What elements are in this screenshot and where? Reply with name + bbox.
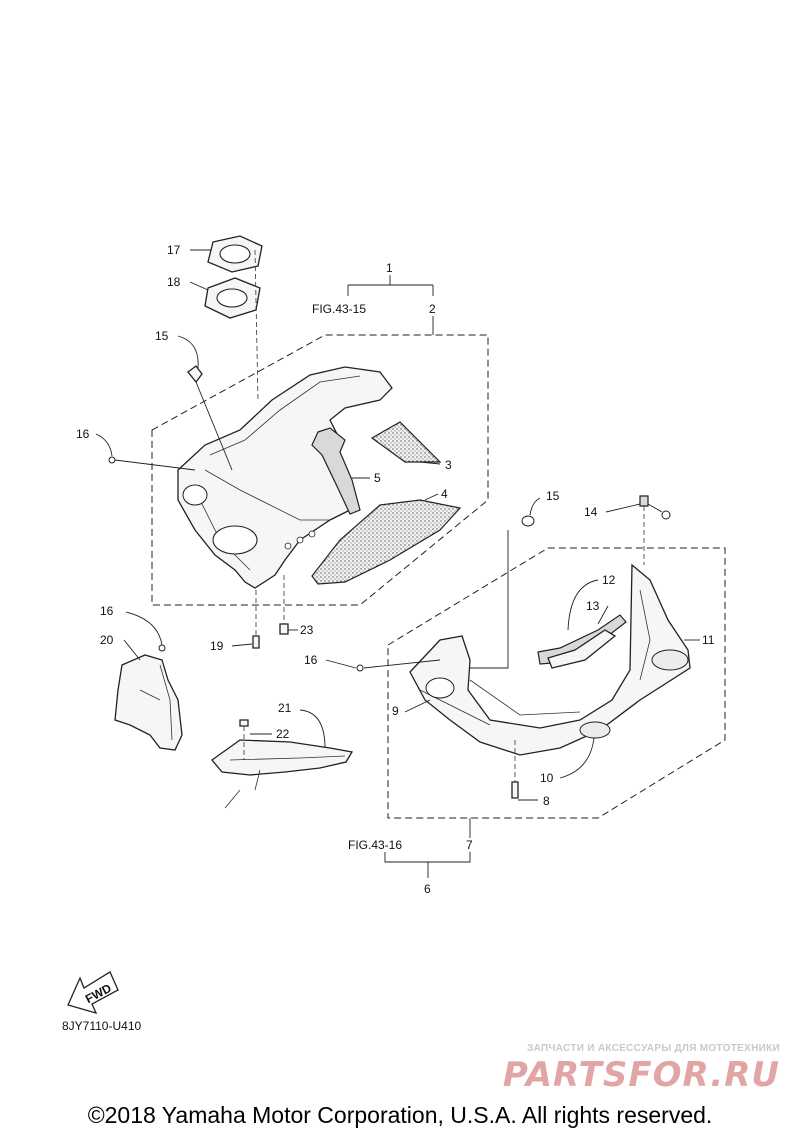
leader-3	[419, 461, 441, 465]
screw-16-lower	[356, 664, 364, 672]
lower-cowl-hole	[425, 677, 455, 699]
callout-22: 22	[276, 727, 290, 741]
callout-20: 20	[100, 633, 114, 647]
gasket-18-hole	[216, 288, 248, 308]
screw-16-left	[158, 644, 166, 652]
leader-16-lower	[325, 659, 441, 669]
side-group	[114, 611, 354, 809]
clip-15-upper	[187, 365, 203, 384]
side-panel-20-edge	[139, 664, 173, 741]
callout-13: 13	[586, 599, 600, 613]
upper-cowl-hole-left	[212, 525, 258, 555]
bolt-19	[252, 635, 260, 649]
callout-18: 18	[167, 275, 181, 289]
leader-13	[597, 605, 609, 625]
upper-cowl-grommet-a	[284, 542, 292, 550]
callout-21: 21	[278, 701, 292, 715]
leader-20	[123, 639, 141, 661]
seal-13	[547, 629, 617, 669]
lower-group	[325, 495, 726, 878]
callout-9: 9	[392, 704, 399, 718]
diagram-code: 8JY7110-U410	[62, 1019, 141, 1033]
callout-23: 23	[300, 623, 314, 637]
callout-19: 19	[210, 639, 224, 653]
callouts: 1 2 3 4 5 6 7 8 9 10 11 12 13 14 15 15 1…	[62, 243, 715, 1033]
leader-10	[559, 737, 595, 779]
upper-cowl-grommet-c	[308, 530, 316, 538]
watermark-logo: PARTSFOR.RU	[502, 1055, 780, 1095]
leader-15-upper	[177, 335, 233, 471]
grommet-23	[279, 623, 289, 635]
callout-7: 7	[466, 838, 473, 852]
callout-8: 8	[543, 794, 550, 808]
lower-cowl-pad-10	[579, 721, 611, 739]
callout-15-upper: 15	[155, 329, 169, 343]
pad-3	[370, 421, 442, 463]
upper-cowl-grommet-b	[296, 536, 304, 544]
callout-5: 5	[374, 471, 381, 485]
leader-4	[424, 493, 439, 501]
leader-21	[299, 709, 326, 749]
callout-14: 14	[584, 505, 598, 519]
bracket-6	[384, 852, 471, 878]
copyright-notice: ©2018 Yamaha Motor Corporation, U.S.A. A…	[87, 1102, 713, 1128]
clip-22	[239, 719, 249, 727]
cover-21	[211, 739, 354, 776]
leader-14	[605, 503, 663, 513]
callout-2: 2	[429, 302, 436, 316]
gasket-17-hole	[219, 244, 251, 264]
screw-16-upper	[108, 456, 116, 464]
screw-14	[661, 510, 671, 520]
leader-18	[189, 281, 209, 291]
callout-6: 6	[424, 882, 431, 896]
callout-15-lower: 15	[546, 489, 560, 503]
fig-ref-lower: FIG.43-16	[348, 838, 402, 852]
leader-16-upper	[95, 433, 196, 471]
bracket-1	[347, 275, 434, 296]
lower-cowl-pad-11	[651, 649, 689, 671]
seal-12	[537, 614, 627, 665]
cover-21-edge	[224, 755, 346, 809]
side-panel-20	[114, 654, 183, 751]
leader-19	[231, 643, 253, 647]
callout-4: 4	[441, 487, 448, 501]
clip-15-lower-axis	[470, 530, 509, 669]
callout-16-upper: 16	[76, 427, 90, 441]
watermark-tagline: ЗАПЧАСТИ И АКСЕССУАРЫ ДЛЯ МОТОТЕХНИКИ	[527, 1043, 780, 1054]
callout-16-left: 16	[100, 604, 114, 618]
callout-11: 11	[702, 633, 715, 647]
leader-12	[567, 579, 599, 631]
callout-3: 3	[445, 458, 452, 472]
leader-16-left	[125, 611, 163, 646]
lower-cowl-panel	[409, 563, 691, 756]
callout-12: 12	[602, 573, 616, 587]
upper-group	[95, 235, 489, 649]
leader-15-lower	[529, 497, 541, 516]
bolt-8	[511, 781, 519, 799]
callout-1: 1	[386, 261, 393, 275]
bracket-5	[311, 427, 361, 515]
leader-9	[404, 699, 431, 713]
clip-14	[639, 495, 649, 507]
fwd-arrow: FWD	[67, 971, 119, 1015]
gasket-axis	[254, 249, 259, 401]
fig-ref-upper: FIG.43-15	[312, 302, 366, 316]
pad-4	[311, 499, 462, 585]
callout-17: 17	[167, 243, 181, 257]
upper-cowl-hole-right	[182, 484, 208, 506]
clip-15-lower	[521, 515, 535, 527]
lower-group-frame	[387, 547, 726, 819]
fwd-arrow-icon	[67, 971, 119, 1015]
callout-16-lower: 16	[304, 653, 318, 667]
callout-10: 10	[540, 771, 554, 785]
